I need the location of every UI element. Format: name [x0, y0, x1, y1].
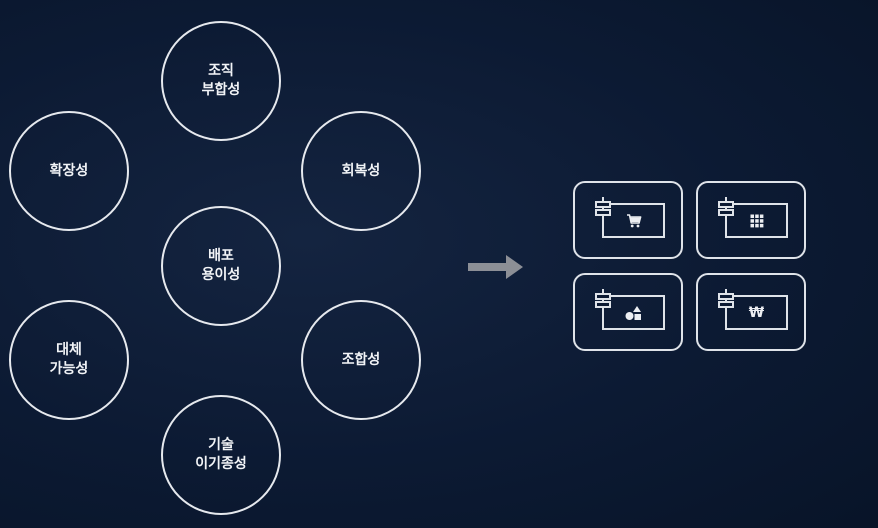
won-icon: ₩ — [748, 304, 765, 321]
concept-label: 가능성 — [49, 361, 89, 377]
concept-circle-composability: 조합성 — [301, 300, 421, 420]
concept-label: 조합성 — [341, 351, 381, 368]
component-icon — [595, 197, 611, 221]
concept-circle-scalability: 확장성 — [9, 111, 129, 231]
concept-circle-ease-of-deployment: 배포 용이성 — [161, 206, 281, 326]
concept-label: 대체 — [56, 342, 82, 358]
shapes-icon — [625, 305, 641, 320]
concept-circle-organizational-alignment: 조직 부합성 — [161, 21, 281, 141]
concept-circle-technology-heterogeneity: 기술 이기종성 — [161, 395, 281, 515]
service-card-won: ₩ — [696, 273, 806, 351]
concept-label: 용이성 — [201, 267, 241, 283]
concept-label: 확장성 — [49, 162, 89, 179]
component-icon — [718, 197, 734, 221]
service-card-grid — [696, 181, 806, 259]
service-card-cart — [573, 181, 683, 259]
concept-label: 이기종성 — [195, 456, 247, 472]
arrow-right-icon — [468, 255, 523, 279]
component-icon — [595, 289, 611, 313]
concept-circle-resilience: 회복성 — [301, 111, 421, 231]
concept-label: 부합성 — [201, 82, 241, 98]
concept-label: 조직 — [208, 63, 234, 79]
concept-label: 배포 — [208, 248, 234, 264]
service-card-shapes — [573, 273, 683, 351]
cart-icon — [626, 213, 641, 227]
component-icon — [718, 289, 734, 313]
concept-label: 기술 — [208, 437, 234, 453]
concept-circle-replaceability: 대체 가능성 — [9, 300, 129, 420]
concept-label: 회복성 — [341, 162, 381, 179]
grid-icon — [750, 214, 763, 227]
